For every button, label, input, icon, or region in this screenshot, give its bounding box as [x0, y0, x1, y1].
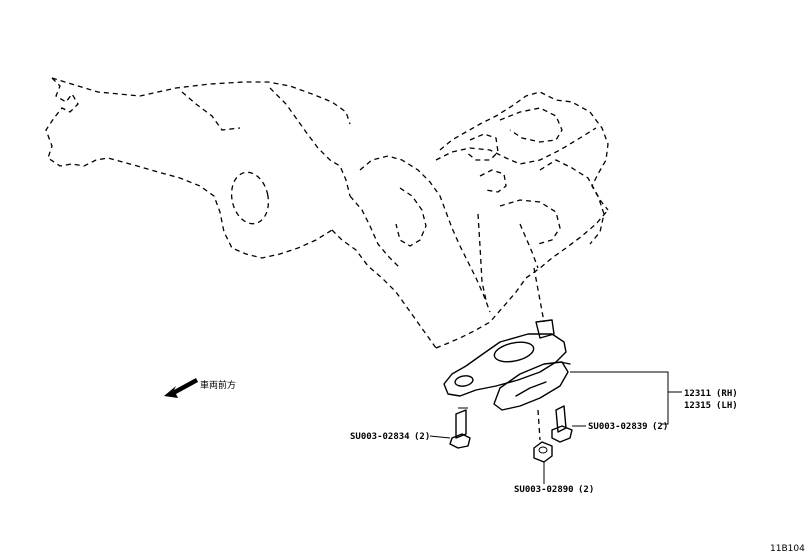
- direction-label: 車両前方: [200, 379, 236, 391]
- fastener-qty-right: (2): [652, 422, 668, 432]
- part-number-lh: 12315: [684, 401, 711, 411]
- part-side-lh: (LH): [716, 401, 738, 411]
- fastener-code-left: SU003-02834: [350, 432, 410, 442]
- alignment-line: [533, 267, 545, 323]
- fastener-qty-bottom: (2): [578, 485, 594, 495]
- nut-center: [533, 409, 553, 463]
- fastener-qty-left: (2): [414, 432, 430, 442]
- engine-mount: [443, 319, 571, 411]
- figure-id: 11B104: [770, 544, 805, 554]
- bolt-right: [551, 405, 573, 443]
- part-number-rh: 12311: [684, 389, 711, 399]
- bolt-left: [449, 407, 471, 449]
- leader-lines: [429, 371, 682, 484]
- fastener-code-right: SU003-02839: [588, 422, 648, 432]
- engine-outline: [45, 77, 609, 349]
- forward-arrow-icon: [164, 378, 198, 398]
- fastener-code-bottom: SU003-02890: [514, 485, 574, 495]
- part-side-rh: (RH): [716, 389, 738, 399]
